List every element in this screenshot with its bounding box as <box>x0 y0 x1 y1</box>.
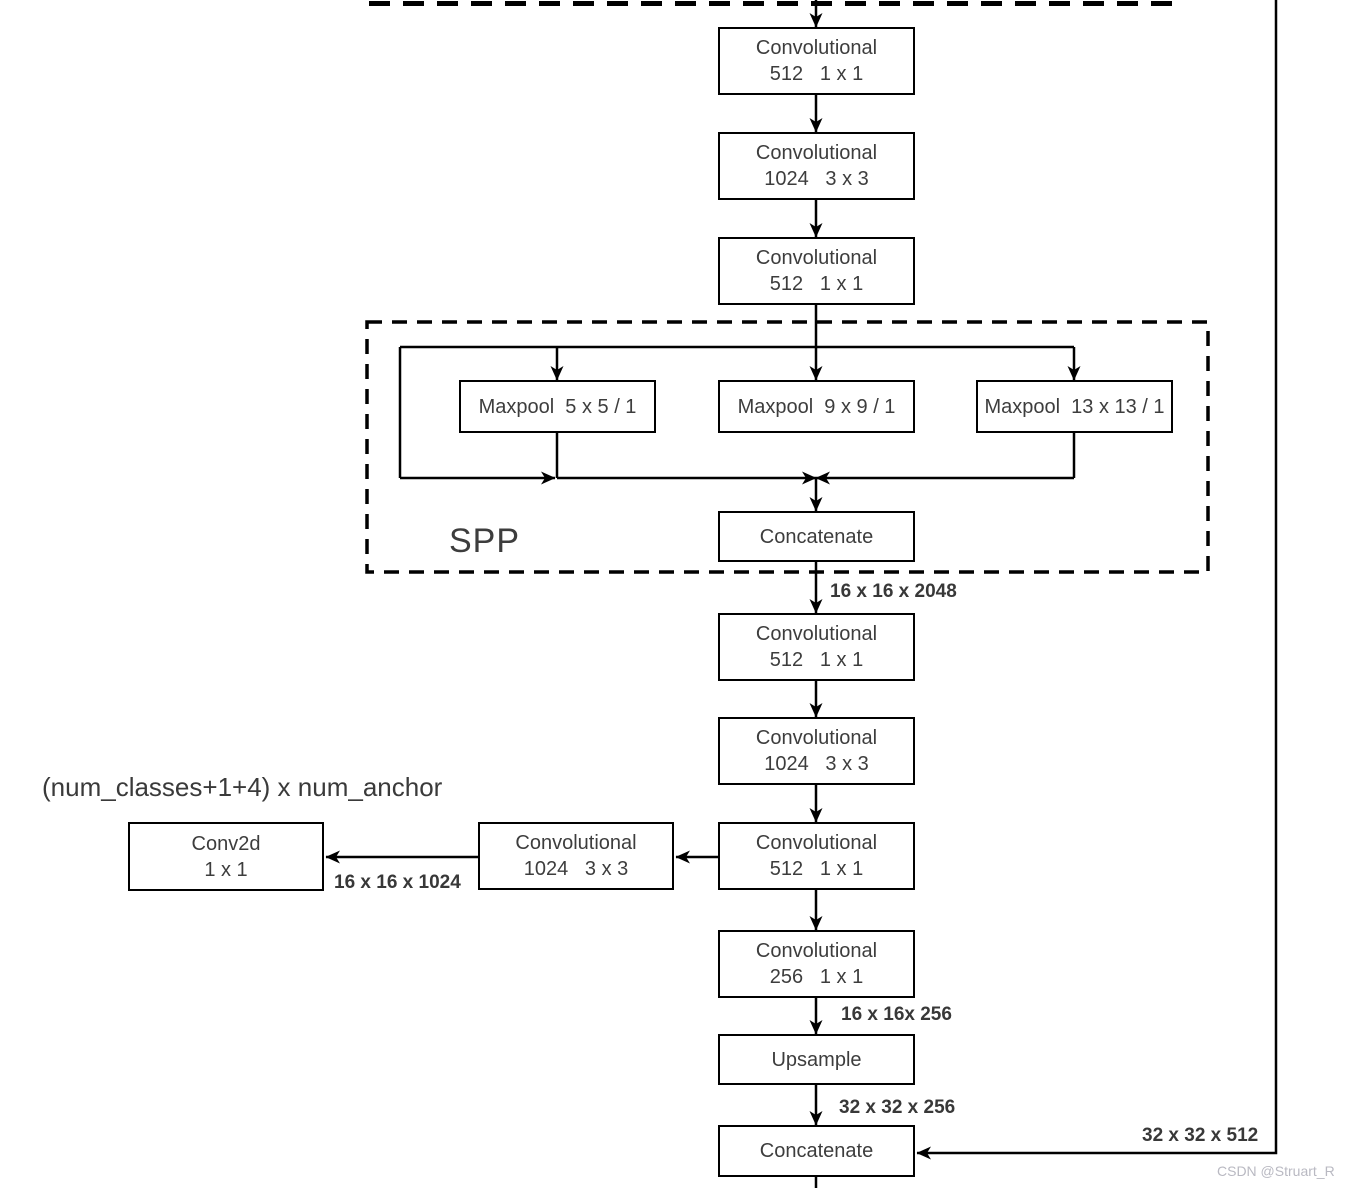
node-label: Maxpool 9 x 9 / 1 <box>737 395 896 418</box>
head-output-formula: (num_classes+1+4) x num_anchor <box>42 772 443 802</box>
dim-label-spp-out: 16 x 16 x 2048 <box>830 581 957 602</box>
node-params: 512 1 x 1 <box>769 273 864 295</box>
node-title: Convolutional <box>755 142 878 164</box>
node-upsample: Upsample <box>718 1034 915 1085</box>
node-params: 1024 3 x 3 <box>764 753 869 775</box>
node-params: 1024 3 x 3 <box>523 858 629 880</box>
watermark-text: CSDN @Struart_R <box>1217 1163 1335 1179</box>
dim-label-skip: 32 x 32 x 512 <box>1142 1125 1259 1146</box>
node-title: Convolutional <box>515 832 637 854</box>
spp-dashed-boundary <box>365 320 1210 574</box>
spp-internal-lines <box>398 345 1081 485</box>
node-label: Maxpool 13 x 13 / 1 <box>984 395 1165 418</box>
node-conv-512-1x1-post1: Convolutional 512 1 x 1 <box>718 613 915 681</box>
node-maxpool-5x5: Maxpool 5 x 5 / 1 <box>459 380 656 433</box>
node-params: 1024 3 x 3 <box>764 168 869 190</box>
node-spp-concatenate: Concatenate <box>718 511 915 562</box>
node-conv-512-1x1-pre2: Convolutional 512 1 x 1 <box>718 237 915 305</box>
dim-label-pre-upsample: 16 x 16x 256 <box>841 1004 952 1025</box>
dim-label-branch: 16 x 16 x 1024 <box>334 872 461 893</box>
spp-region-title: SPP <box>449 522 521 560</box>
node-title: Conv2d <box>191 832 261 855</box>
node-label: Upsample <box>771 1048 862 1071</box>
node-maxpool-13x13: Maxpool 13 x 13 / 1 <box>976 380 1173 433</box>
node-conv-512-1x1-pre1: Convolutional 512 1 x 1 <box>718 27 915 95</box>
node-title: Convolutional <box>755 247 878 269</box>
node-title: Convolutional <box>755 727 878 749</box>
node-label: Maxpool 5 x 5 / 1 <box>478 395 637 418</box>
node-title: Convolutional <box>755 832 878 854</box>
node-title: Convolutional <box>755 37 878 59</box>
node-params: 256 1 x 1 <box>769 966 864 988</box>
node-maxpool-9x9: Maxpool 9 x 9 / 1 <box>718 380 915 433</box>
node-params: 512 1 x 1 <box>769 858 864 880</box>
node-conv-1024-3x3-post: Convolutional 1024 3 x 3 <box>718 717 915 785</box>
node-conv2d-1x1: Conv2d 1 x 1 <box>128 822 324 891</box>
node-conv-1024-3x3-branch: Convolutional 1024 3 x 3 <box>478 822 674 890</box>
node-conv-1024-3x3-pre: Convolutional 1024 3 x 3 <box>718 132 915 200</box>
node-output-concatenate: Concatenate <box>718 1125 915 1177</box>
node-title: Convolutional <box>755 940 878 962</box>
node-label: Concatenate <box>759 525 874 548</box>
node-params: 512 1 x 1 <box>769 63 864 85</box>
node-params: 1 x 1 <box>204 858 248 881</box>
node-params: 512 1 x 1 <box>769 649 864 671</box>
skip-connection-line <box>916 0 1278 1160</box>
node-label: Concatenate <box>759 1140 874 1162</box>
node-conv-512-1x1-post2: Convolutional 512 1 x 1 <box>718 822 915 890</box>
dim-label-post-upsample: 32 x 32 x 256 <box>839 1097 956 1118</box>
node-conv-256-1x1: Convolutional 256 1 x 1 <box>718 930 915 998</box>
node-title: Convolutional <box>755 623 878 645</box>
